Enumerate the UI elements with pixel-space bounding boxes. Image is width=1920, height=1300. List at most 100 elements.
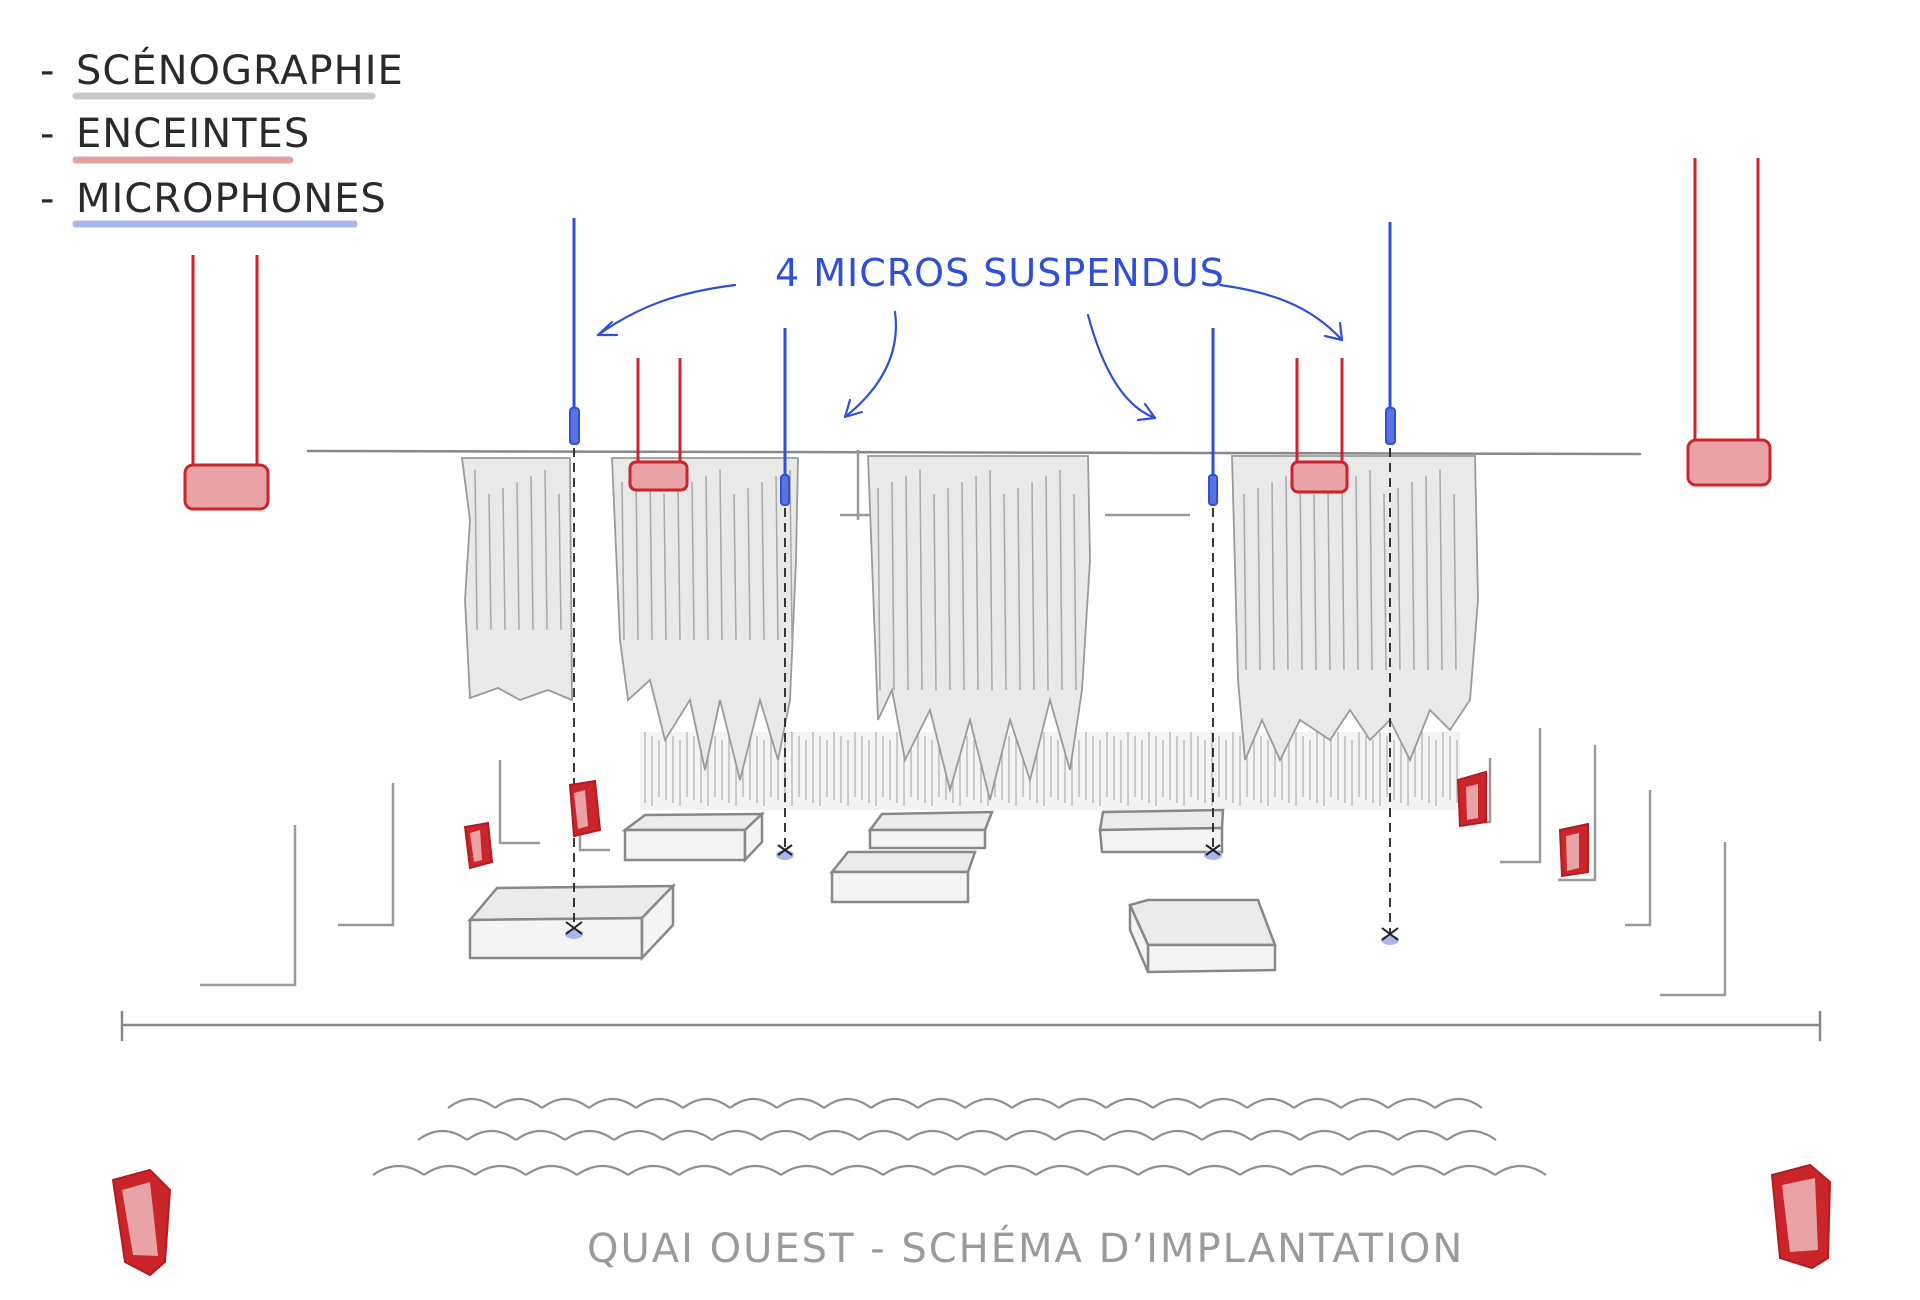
seat [1293, 1097, 1342, 1109]
seat [1152, 1129, 1203, 1141]
legend-dash: - [40, 176, 55, 222]
legend-item-scenographie: - SCÉNOGRAPHIE [40, 46, 403, 100]
seat [635, 1097, 684, 1109]
legend-dash: - [40, 48, 55, 94]
seat [466, 1129, 517, 1141]
legend-label-microphones: MICROPHONES [76, 176, 387, 222]
seat [907, 1129, 958, 1141]
floor-speaker-left-1 [463, 821, 494, 870]
curtain-left-2 [611, 457, 799, 781]
seat [711, 1129, 762, 1141]
seat [956, 1129, 1007, 1141]
annotation-arrow-4 [1218, 283, 1344, 342]
seat [678, 1164, 731, 1176]
hanging-speaker-left-inner [628, 358, 689, 492]
seat [1086, 1164, 1139, 1176]
suspended-mic-3 [1204, 328, 1222, 860]
diagram-title: QUAI OUEST - SCHÉMA D’IMPLANTATION [587, 1224, 1464, 1272]
seat [1188, 1164, 1241, 1176]
hanging-speaker-left-outer [183, 255, 270, 511]
annotation-arrowhead-3 [1136, 402, 1157, 422]
seat [964, 1097, 1013, 1109]
microphone-icon [780, 474, 790, 506]
annotation-arrow-3 [1086, 313, 1157, 420]
seat [780, 1164, 833, 1176]
audience-seating [372, 1097, 1547, 1176]
seat [1446, 1129, 1497, 1141]
seat [662, 1129, 713, 1141]
seat [541, 1097, 590, 1109]
curtain-left-1 [460, 457, 573, 702]
seat [576, 1164, 629, 1176]
seat [1250, 1129, 1301, 1141]
seat [1348, 1129, 1399, 1141]
seat [1387, 1097, 1436, 1109]
annotation-arrow-2 [843, 310, 897, 419]
seat [1103, 1129, 1154, 1141]
legend-label-enceintes: ENCEINTES [76, 111, 310, 157]
hanging-speaker-right-inner [1290, 358, 1349, 494]
platform-4 [829, 850, 977, 904]
seat [776, 1097, 825, 1109]
seat [525, 1164, 578, 1176]
annotation-arrowhead-2 [843, 398, 864, 419]
seat [1005, 1129, 1056, 1141]
seat [984, 1164, 1037, 1176]
legend-dash: - [40, 111, 55, 157]
floor-speaker-right-2 [1558, 822, 1589, 878]
platform-1 [467, 882, 676, 962]
seat [760, 1129, 811, 1141]
platform-2 [621, 811, 766, 864]
scenography [120, 449, 1822, 1176]
seat [515, 1129, 566, 1141]
seat [1105, 1097, 1154, 1109]
front-speaker-left [111, 1168, 172, 1277]
seat [1392, 1164, 1445, 1176]
platform-6 [1128, 898, 1277, 974]
speakers [111, 158, 1832, 1277]
seat [1434, 1097, 1483, 1109]
seat [564, 1129, 615, 1141]
seat-row [372, 1164, 1547, 1176]
seat [1246, 1097, 1295, 1109]
legend-item-microphones: - MICROPHONES [40, 176, 387, 228]
annotation-label: 4 MICROS SUSPENDUS [775, 251, 1225, 295]
seat [1035, 1164, 1088, 1176]
seat [447, 1097, 496, 1109]
seat [1199, 1097, 1248, 1109]
mic-floor-marker [565, 929, 583, 939]
floor-speaker-left-2 [568, 779, 602, 838]
seat [1290, 1164, 1343, 1176]
legend: - SCÉNOGRAPHIE - ENCEINTES - MICROPHONES [40, 46, 403, 228]
seat [627, 1164, 680, 1176]
seat [417, 1129, 468, 1141]
suspended-mic-2 [776, 328, 794, 860]
speaker-icon [628, 460, 689, 492]
legend-item-enceintes: - ENCEINTES [40, 111, 310, 164]
floor-speaker-right-1 [1456, 770, 1487, 828]
seat [1137, 1164, 1190, 1176]
annotation-arrowhead-4 [1323, 321, 1344, 342]
seat [1201, 1129, 1252, 1141]
suspended-mic-4 [1381, 222, 1399, 945]
seat [1397, 1129, 1448, 1141]
annotation-arrow-1 [596, 283, 737, 337]
platform-3 [867, 810, 994, 850]
seat [1058, 1097, 1107, 1109]
front-speaker-right [1770, 1163, 1832, 1270]
seat [1011, 1097, 1060, 1109]
seat [1054, 1129, 1105, 1141]
seat [823, 1097, 872, 1109]
seat-row [447, 1097, 1483, 1109]
seat [831, 1164, 884, 1176]
microphones [565, 218, 1399, 945]
suspended-mic-1 [565, 218, 583, 939]
seat [423, 1164, 476, 1176]
seat [474, 1164, 527, 1176]
seat [682, 1097, 731, 1109]
stage-width-measure [120, 1010, 1822, 1042]
speaker-icon [183, 463, 270, 511]
seat [933, 1164, 986, 1176]
seat [729, 1097, 778, 1109]
curtain-right [1231, 455, 1479, 763]
